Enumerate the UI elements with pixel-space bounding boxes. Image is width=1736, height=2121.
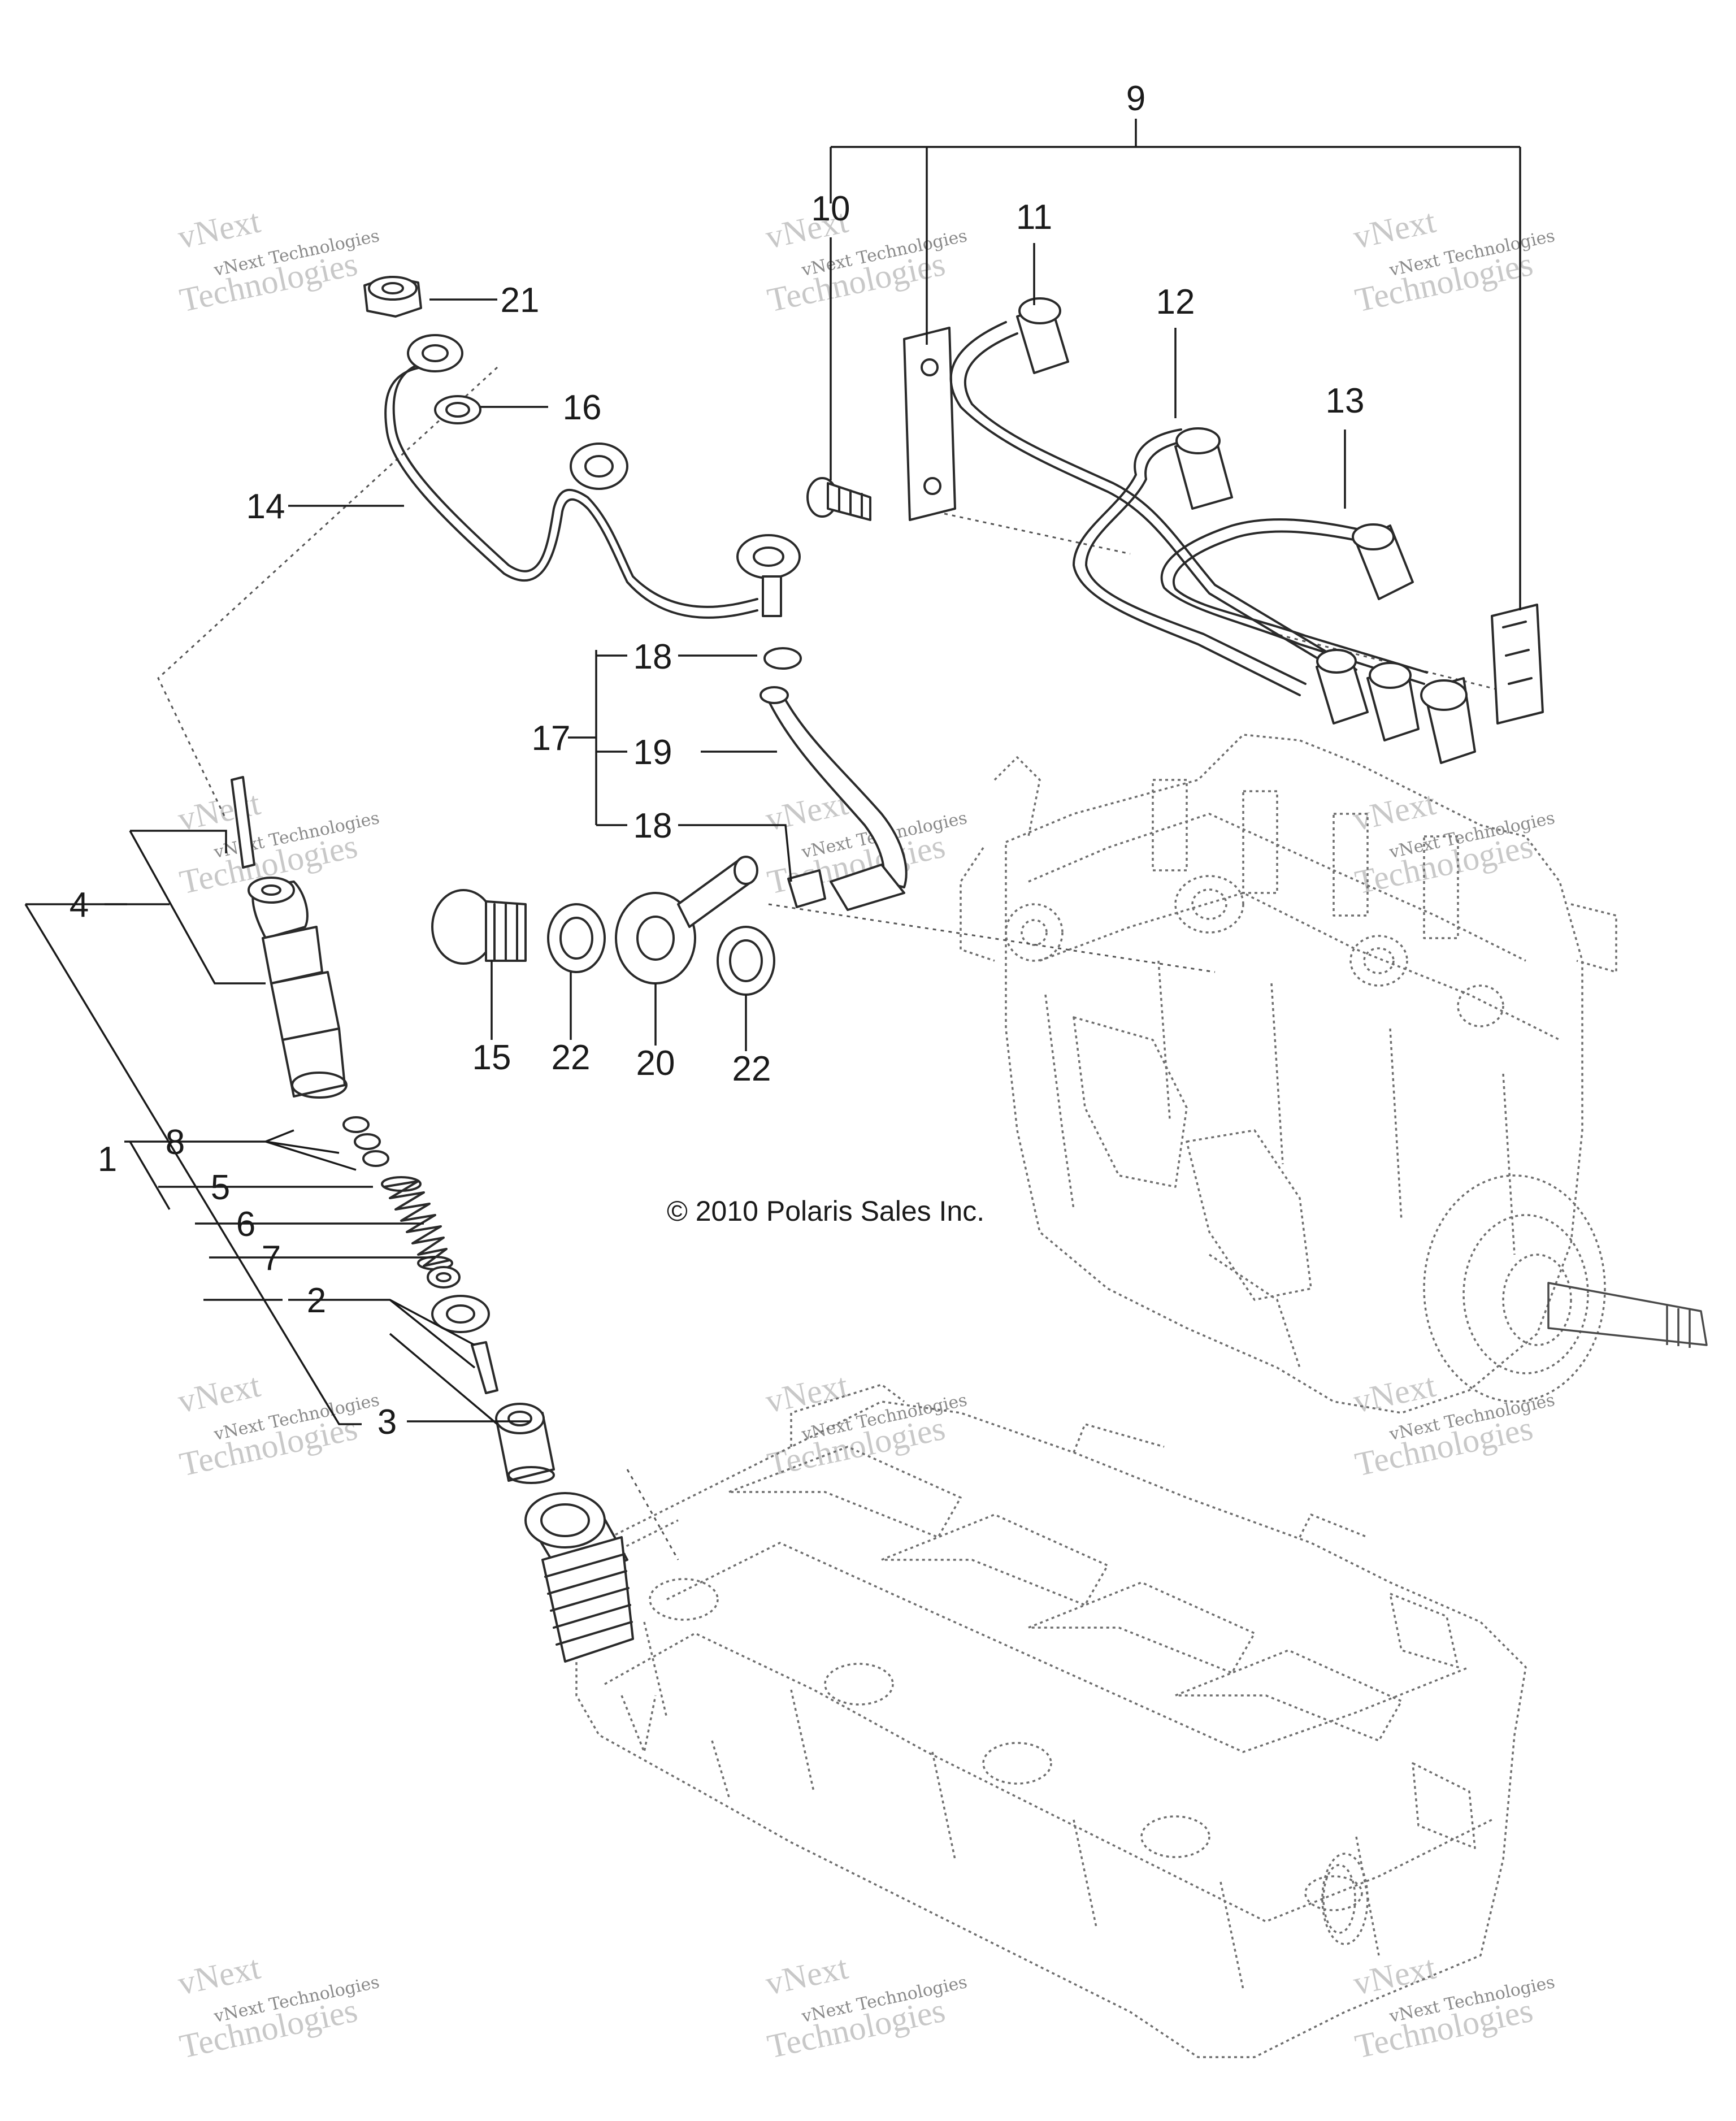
watermarks: vNext vNext Technologies Technologies vN…	[175, 202, 1557, 2066]
part-18-clamp-lower	[787, 869, 826, 908]
part-2-nozzle-body	[495, 1403, 555, 1484]
part-11-injection-pipe	[949, 297, 1357, 679]
part-2-nozzle-needle	[471, 1341, 498, 1394]
callout-22-second: 22	[732, 1049, 771, 1088]
svg-text:vNext: vNext	[175, 1367, 263, 1420]
svg-text:vNext: vNext	[1350, 202, 1439, 256]
leader-lines	[24, 119, 1521, 1425]
svg-text:vNext: vNext	[1350, 784, 1439, 838]
part-9-clamp-plate	[903, 327, 956, 521]
part-15-banjo-bolt	[431, 889, 527, 965]
callout-5: 5	[211, 1168, 230, 1207]
part-21-nut	[363, 276, 422, 318]
callout-17: 17	[532, 719, 571, 758]
part-18-clamp	[763, 647, 802, 670]
callout-18-lower: 18	[633, 806, 672, 845]
part-19-hose	[760, 686, 908, 911]
watermark: vNext vNext Technologies Technologies	[762, 1367, 969, 1484]
callout-13: 13	[1326, 381, 1365, 420]
watermark: vNext vNext Technologies Technologies	[1350, 1949, 1557, 2066]
callout-3: 3	[377, 1403, 397, 1442]
callout-6: 6	[236, 1205, 255, 1244]
callout-10: 10	[811, 189, 850, 228]
watermark: vNext vNext Technologies Technologies	[175, 1949, 381, 2066]
part-22-washer	[547, 903, 606, 973]
injection-pump-illustration	[960, 734, 1708, 1414]
part-4-injector-pin	[231, 776, 255, 869]
alignment-lines	[157, 366, 1498, 1560]
callout-19: 19	[633, 733, 672, 772]
part-3-nozzle-nut	[524, 1492, 634, 1663]
svg-text:vNext: vNext	[175, 202, 263, 256]
callout-15: 15	[472, 1038, 511, 1077]
callout-8: 8	[166, 1123, 185, 1162]
svg-text:vNext: vNext	[762, 1949, 851, 2002]
part-14-return-pipe	[384, 334, 801, 619]
part-7-spacer	[431, 1295, 490, 1333]
watermark: vNext vNext Technologies Technologies	[175, 202, 381, 319]
callout-16: 16	[563, 388, 602, 427]
callout-1: 1	[98, 1140, 117, 1179]
svg-text:vNext: vNext	[762, 1367, 851, 1420]
cylinder-head-illustration	[575, 1383, 1527, 2058]
part-4-injector-body	[248, 877, 348, 1099]
part-8-shims	[342, 1116, 389, 1167]
callout-2: 2	[307, 1281, 326, 1320]
callout-12: 12	[1156, 283, 1195, 322]
watermark: vNext vNext Technologies Technologies	[762, 1949, 969, 2066]
part-16-washer	[434, 395, 481, 424]
callout-7: 7	[262, 1239, 281, 1278]
callout-4: 4	[70, 886, 89, 925]
callout-11: 11	[1016, 198, 1052, 237]
callout-14: 14	[246, 487, 285, 526]
callout-22: 22	[552, 1038, 591, 1077]
copyright-notice: © 2010 Polaris Sales Inc.	[667, 1195, 984, 1227]
callout-18: 18	[633, 637, 672, 676]
watermark: vNext vNext Technologies Technologies	[175, 1367, 381, 1484]
part-10-bolt	[806, 477, 871, 521]
pump-end-fittings	[1316, 649, 1476, 764]
callout-20: 20	[636, 1044, 675, 1083]
watermark: vNext vNext Technologies Technologies	[1350, 1367, 1557, 1484]
callout-labels: 9 10 11 12 13 21 16 14 18 17 19 18 15 22…	[70, 79, 1365, 1442]
watermark: vNext vNext Technologies Technologies	[1350, 784, 1557, 901]
svg-text:vNext: vNext	[1350, 1367, 1439, 1420]
watermark: vNext vNext Technologies Technologies	[1350, 202, 1557, 319]
watermark: vNext vNext Technologies Technologies	[762, 202, 969, 319]
part-12-injection-pipe	[1073, 427, 1307, 696]
part-22-washer-2	[717, 926, 775, 996]
callout-9: 9	[1126, 79, 1145, 118]
part-6-spring-seat	[427, 1266, 461, 1289]
svg-text:vNext: vNext	[1350, 1949, 1439, 2002]
svg-text:vNext: vNext	[175, 1949, 263, 2002]
part-9-clamp-plate-2	[1491, 604, 1544, 725]
callout-21: 21	[501, 281, 540, 320]
part-13-injection-pipe	[1160, 518, 1428, 685]
part-20-banjo-fitting	[615, 856, 758, 984]
